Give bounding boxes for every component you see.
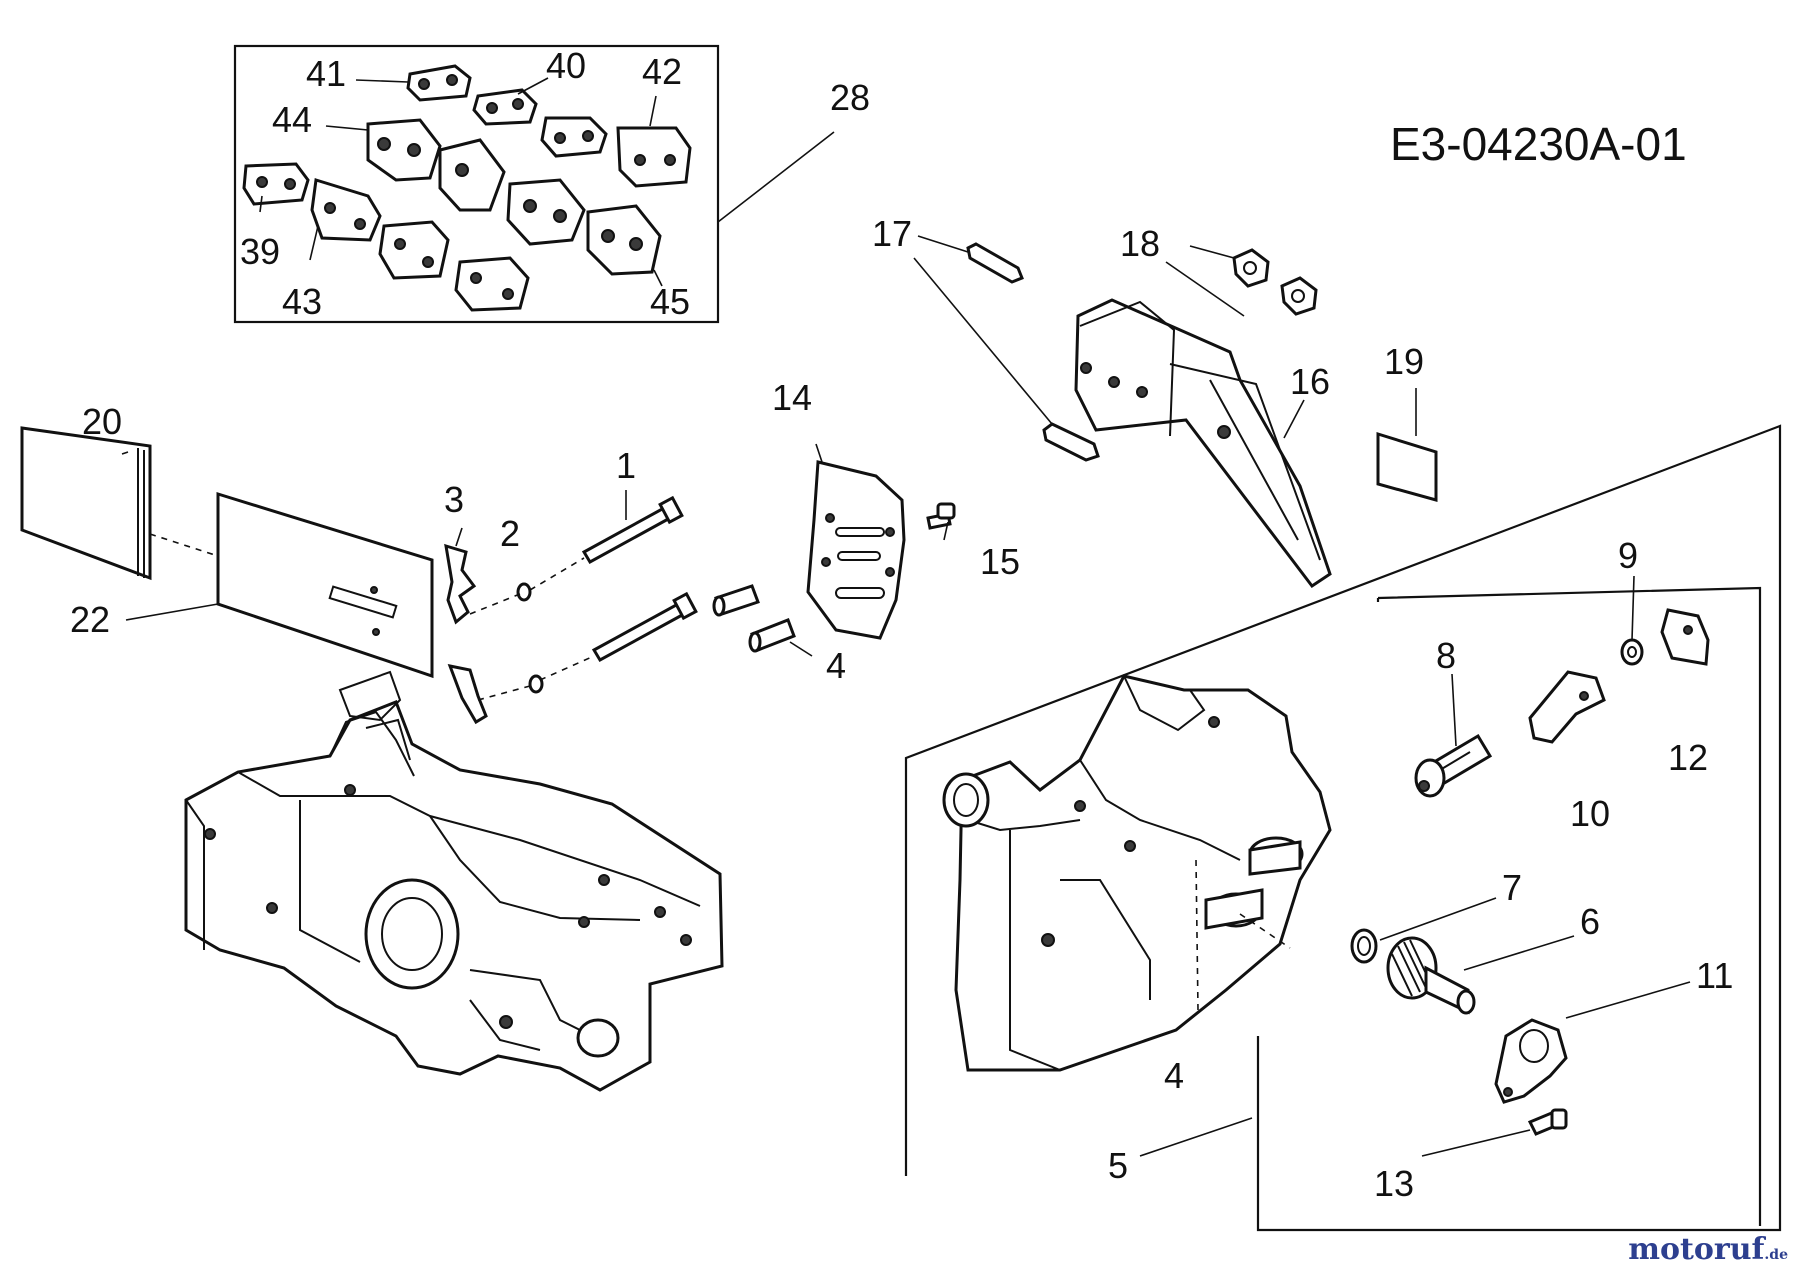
crankcase-left bbox=[184, 670, 724, 1092]
chain-link-40 bbox=[472, 88, 538, 126]
label-43: 43 bbox=[282, 281, 322, 322]
guide-bar-22 bbox=[216, 491, 434, 679]
part-labels: 41 40 42 44 39 43 45 28 20 22 3 2 1 4 14… bbox=[70, 45, 1733, 1204]
label-8: 8 bbox=[1436, 635, 1456, 676]
washer-2 bbox=[516, 582, 544, 694]
chain-link-mid bbox=[540, 116, 608, 158]
inset-frame bbox=[233, 44, 720, 324]
label-16: 16 bbox=[1290, 361, 1330, 402]
watermark-text: motoruf bbox=[1628, 1232, 1765, 1267]
chain-link-42 bbox=[616, 126, 692, 188]
label-42: 42 bbox=[642, 51, 682, 92]
label-1: 1 bbox=[616, 445, 636, 486]
chain-catcher-3 bbox=[444, 543, 488, 725]
side-plate-14 bbox=[806, 460, 906, 640]
label-22: 22 bbox=[70, 599, 110, 640]
label-20: 20 bbox=[82, 401, 122, 442]
nut-18 bbox=[1232, 248, 1318, 316]
label-10: 10 bbox=[1570, 793, 1610, 834]
label-12: 12 bbox=[1668, 737, 1708, 778]
chain-link-44 bbox=[366, 118, 442, 182]
label-4-upper: 4 bbox=[826, 645, 846, 686]
pin-17 bbox=[966, 242, 1100, 462]
chain-link-45 bbox=[586, 204, 662, 276]
worm-gear-8 bbox=[1414, 733, 1493, 798]
label-28: 28 bbox=[830, 77, 870, 118]
screw-15 bbox=[926, 502, 956, 530]
label-4-lower: 4 bbox=[1164, 1055, 1184, 1096]
crankcase-right bbox=[942, 674, 1332, 1072]
chain-link-low-a bbox=[378, 220, 450, 280]
label-13: 13 bbox=[1374, 1163, 1414, 1204]
chain-link-41 bbox=[406, 64, 472, 102]
pump-body-11 bbox=[1494, 1018, 1568, 1104]
bar-cover-20 bbox=[20, 426, 152, 581]
label-6: 6 bbox=[1580, 901, 1600, 942]
sprocket-cover-16 bbox=[1074, 298, 1332, 589]
label-15: 15 bbox=[980, 541, 1020, 582]
o-ring-7 bbox=[1350, 928, 1378, 964]
label-7: 7 bbox=[1502, 867, 1522, 908]
label-19: 19 bbox=[1384, 341, 1424, 382]
stud-4 bbox=[712, 584, 796, 653]
screw-13 bbox=[1527, 1108, 1568, 1136]
chain-link-low-b bbox=[454, 256, 530, 312]
right-assembly-frame bbox=[904, 424, 1782, 1232]
label-39: 39 bbox=[240, 231, 280, 272]
chain-links-group bbox=[242, 64, 692, 312]
oil-pump-lever-10 bbox=[1528, 670, 1606, 744]
label-40: 40 bbox=[546, 45, 586, 86]
diagram-code: E3-04230A-01 bbox=[1390, 118, 1687, 170]
label-3: 3 bbox=[444, 479, 464, 520]
leader-lines bbox=[121, 77, 1691, 1157]
label-44: 44 bbox=[272, 99, 312, 140]
label-41: 41 bbox=[306, 53, 346, 94]
label-5: 5 bbox=[1108, 1145, 1128, 1186]
label-14: 14 bbox=[772, 377, 812, 418]
watermark-suffix: .de bbox=[1764, 1247, 1788, 1263]
label-17: 17 bbox=[872, 213, 912, 254]
label-11: 11 bbox=[1696, 955, 1733, 996]
gear-6 bbox=[1386, 936, 1476, 1015]
watermark-logo: motoruf.de bbox=[1628, 1232, 1788, 1267]
plate-12 bbox=[1660, 608, 1710, 666]
chain-link-cutter-a bbox=[438, 138, 506, 212]
chain-link-cutter-b bbox=[506, 178, 586, 246]
label-45: 45 bbox=[650, 281, 690, 322]
label-19 bbox=[1376, 431, 1438, 502]
chain-link-43 bbox=[310, 178, 382, 242]
bolt-1 bbox=[581, 495, 698, 663]
washer-9 bbox=[1620, 638, 1644, 666]
label-18: 18 bbox=[1120, 223, 1160, 264]
label-9: 9 bbox=[1618, 535, 1638, 576]
label-2: 2 bbox=[500, 513, 520, 554]
chain-link-39 bbox=[242, 162, 310, 206]
chain-links-inset bbox=[233, 44, 720, 324]
